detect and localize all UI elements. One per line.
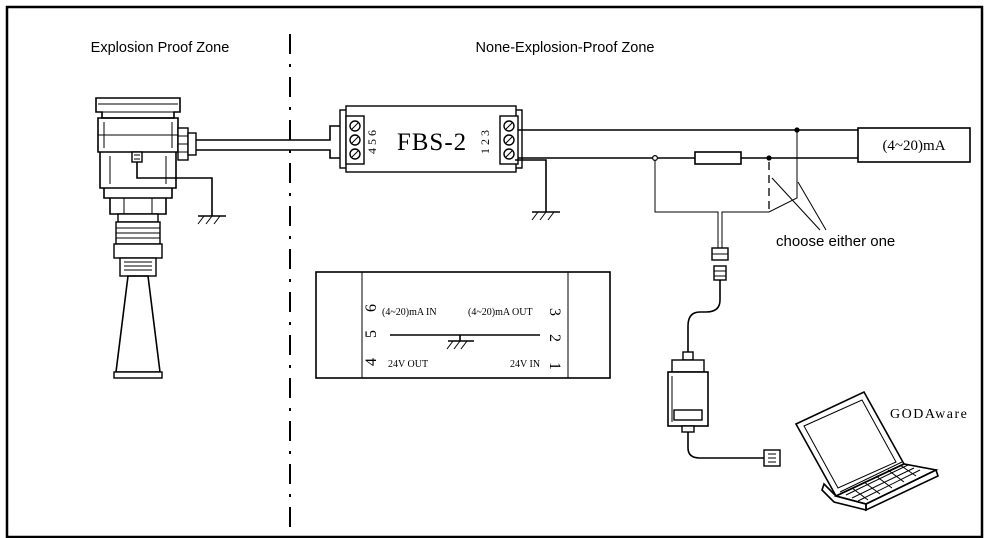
transmitter-ground-wire [136,162,213,208]
usb-plug [763,449,781,467]
terminal-screw-icon [503,120,515,160]
v24-in-label: 24V IN [510,359,540,370]
radar-level-transmitter [95,97,197,379]
hart-clip-connector [711,247,729,281]
junction-dot [794,127,800,133]
pin-1-label: 1 [546,362,563,370]
barrier-label: FBS-2 [397,129,467,156]
note-pointer-line [771,177,821,231]
pin-5-label: 5 [363,330,380,338]
note-pointer-line [797,181,827,231]
software-name: GODAware [890,407,968,422]
pin-3-label: 3 [546,308,563,316]
output-signal-box [857,127,971,163]
zone-title-explosion-proof: Explosion Proof Zone [91,40,230,56]
output-signal-label: (4~20)mA [882,138,945,154]
ground-symbol-transmitter [197,208,226,225]
junction-dot [766,155,772,161]
barrier-left-terminals: 4 5 6 [365,130,379,154]
field-cable-wire-bottom [196,149,348,159]
usb-cable [687,432,764,459]
hart-modem-cable [687,280,721,352]
v24-out-label: 24V OUT [388,359,428,370]
hart-modem [667,351,709,433]
mA-out-label: (4~20)mA OUT [468,307,533,318]
choose-either-one-note: choose either one [776,233,895,250]
barrier-terminal-schematic: 6 5 4 3 2 1 (4~20)mA IN (4~20)mA OUT 24V… [315,271,611,379]
pin-2-label: 2 [546,334,563,342]
barrier-right-terminals: 1 2 3 [478,130,492,154]
pin-6-label: 6 [363,304,380,312]
zone-title-non-explosion-proof: None-Explosion-Proof Zone [476,40,655,56]
terminal-screw-icon [349,120,361,160]
barrier-ground-wire [515,159,547,206]
field-cable-wire-top [196,125,348,141]
hart-tap-wire [721,132,798,248]
load-resistor [694,151,742,165]
diagram-frame [5,5,984,538]
mA-in-label: (4~20)mA IN [382,307,437,318]
laptop-icon [794,390,939,512]
hart-tap-wire [654,160,719,248]
fbs2-barrier: 4 5 6 1 2 3 FBS-2 [339,105,523,173]
pin-4-label: 4 [363,358,380,366]
junction-dot [651,155,658,162]
ground-symbol-barrier [531,206,560,221]
